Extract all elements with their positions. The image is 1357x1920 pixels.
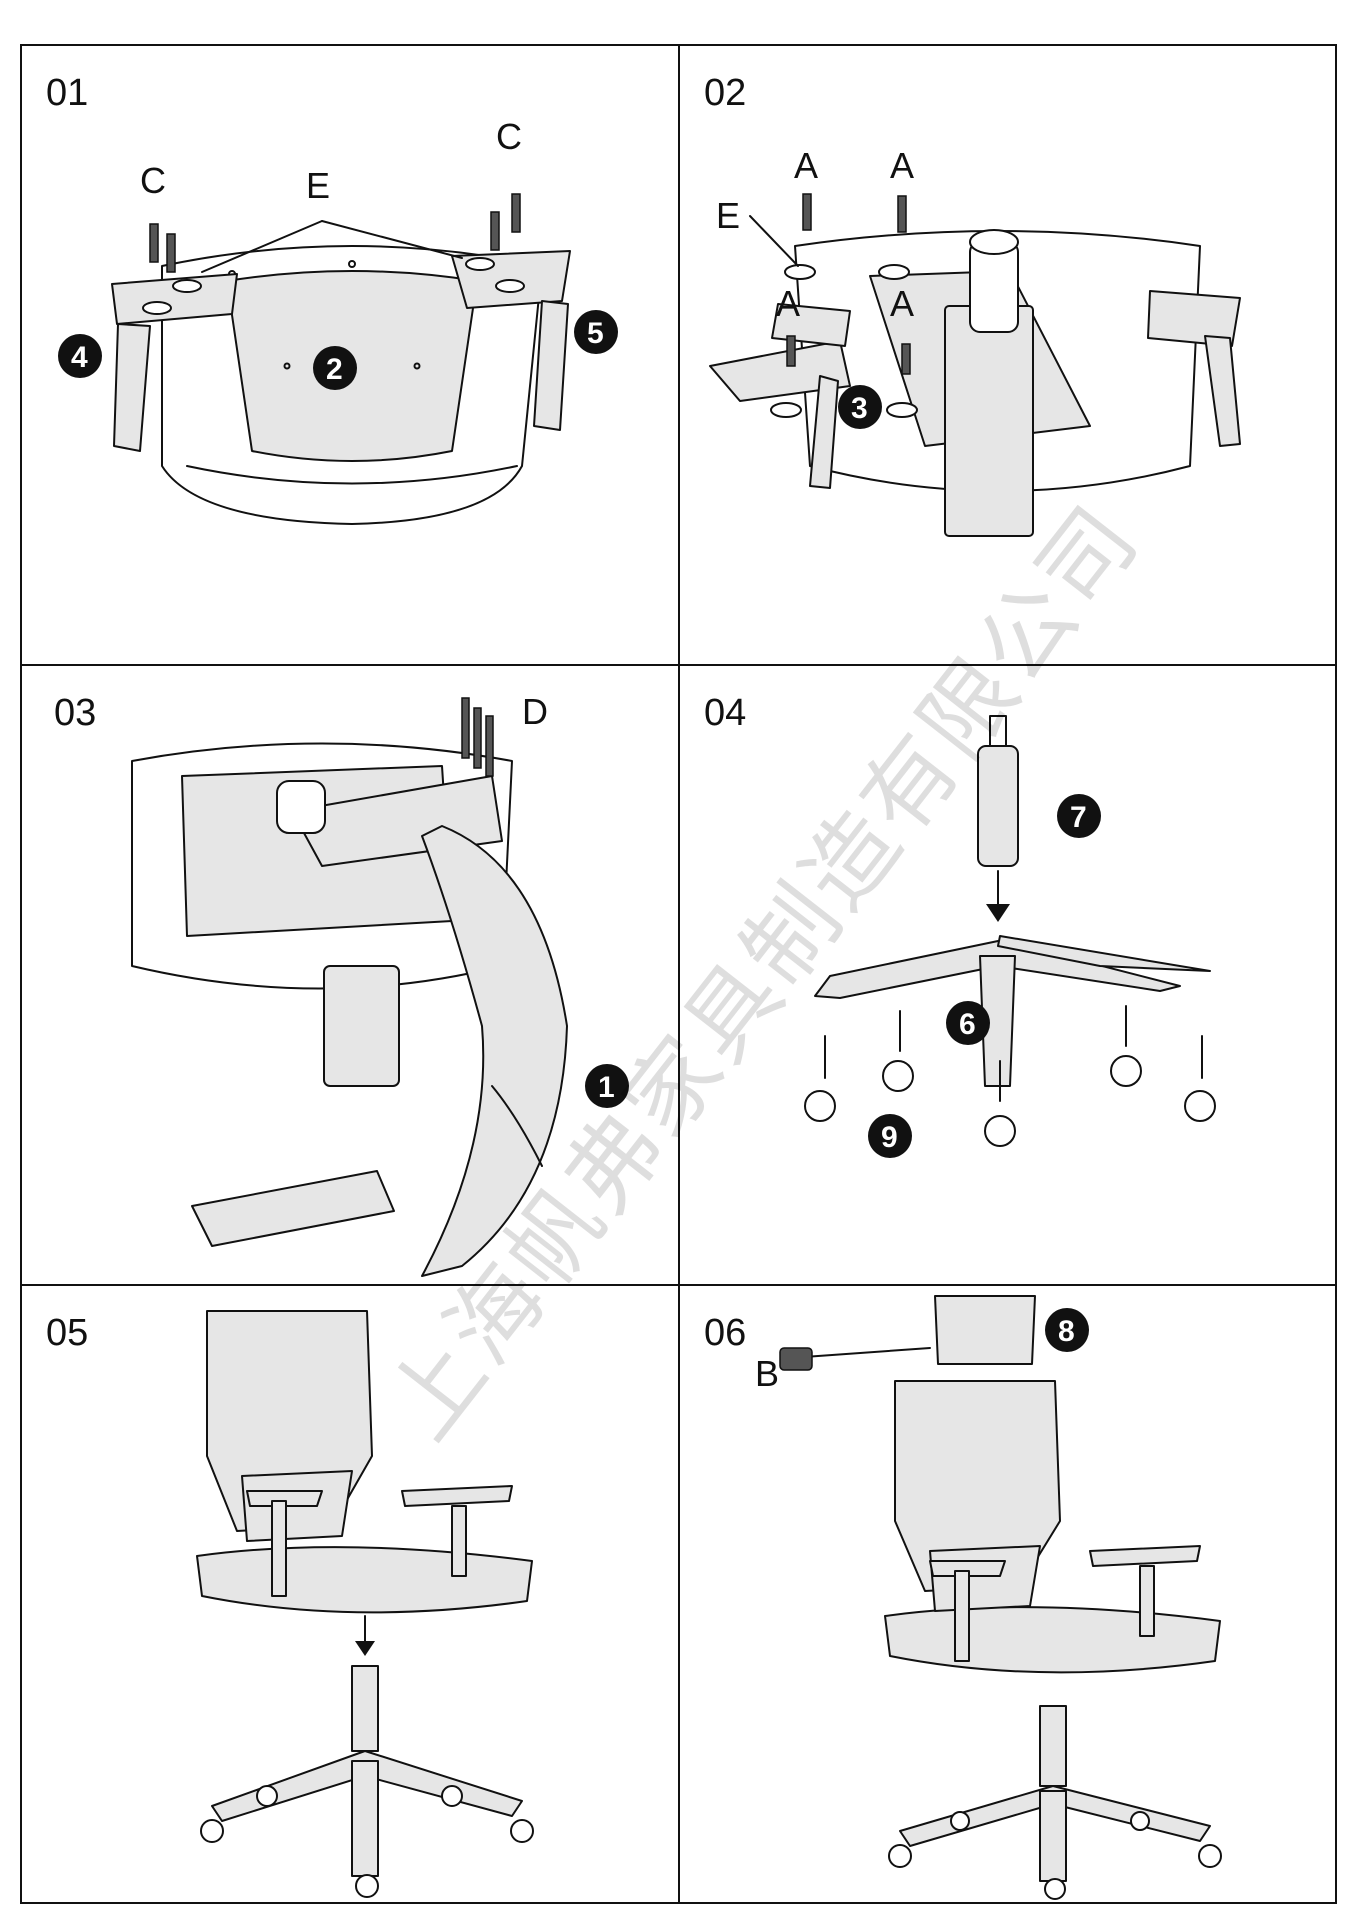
- screw-icon: [142, 193, 525, 315]
- seat-bracket-plate: [191, 1170, 395, 1247]
- step-number: 05: [46, 1312, 89, 1354]
- backrest-attach-illustration: D 1: [131, 691, 629, 1277]
- seat-cushion: [884, 1606, 1221, 1674]
- assembly-instruction-sheet: 01 C E C 4: [20, 44, 1337, 1904]
- gas-lift: [1039, 1705, 1067, 1787]
- part-badge-4: 4: [71, 341, 88, 374]
- step-number: 04: [704, 692, 747, 734]
- caster-icon: [200, 1785, 534, 1898]
- seat-cushion: [196, 1546, 533, 1614]
- chair-on-base-illustration: [196, 1310, 534, 1898]
- headrest: [934, 1295, 1036, 1365]
- label-e: E: [306, 165, 330, 206]
- headrest-attach-illustration: B 8: [755, 1295, 1222, 1900]
- screw-icon: [461, 697, 494, 777]
- part-badge-3: 3: [851, 392, 868, 425]
- step-panel-04: 04 7 6 9: [680, 666, 1337, 1286]
- caster-icon: [888, 1811, 1222, 1900]
- company-watermark: 上海帆弗家具制造有限公司: [367, 400, 1161, 1459]
- part-badge-8: 8: [1058, 1315, 1075, 1348]
- step-number: 02: [704, 72, 747, 114]
- mechanism-illustration: A A E A A 3: [709, 145, 1241, 537]
- arrow-down-icon: [355, 1641, 375, 1656]
- part-badge-5: 5: [587, 317, 604, 350]
- caster-icon: [804, 1055, 1216, 1147]
- step-panel-02: 02 A A E A A 3: [680, 46, 1337, 666]
- label-d: D: [522, 691, 548, 732]
- step-number: 03: [54, 692, 97, 734]
- label-c-left: C: [140, 160, 166, 201]
- part-badge-9: 9: [881, 1121, 898, 1154]
- label-a-2: A: [890, 145, 914, 186]
- screw-icon: [770, 193, 918, 418]
- gas-lift-cylinder: [977, 745, 1019, 867]
- arrow-up-icon: [824, 1005, 1203, 1102]
- step-number: 06: [704, 1312, 747, 1354]
- step-panel-03: 03 D 1: [22, 666, 680, 1286]
- gas-lift: [351, 1665, 379, 1752]
- label-c-right: C: [496, 116, 522, 157]
- backrest-frame: [421, 825, 568, 1277]
- part-badge-2: 2: [326, 353, 343, 386]
- step-panel-06: 06 B 8: [680, 1286, 1337, 1902]
- arrow-down-icon: [986, 904, 1010, 922]
- seat-armrest-illustration: C E C 4 2 5: [58, 116, 618, 525]
- left-armrest-plate: [111, 273, 238, 325]
- label-a-3: A: [776, 283, 800, 324]
- screw-icon: [779, 1347, 813, 1371]
- label-a-4: A: [890, 283, 914, 324]
- part-badge-6: 6: [959, 1008, 976, 1041]
- gas-lift-socket: [969, 241, 1019, 333]
- step-panel-01: 01 C E C 4: [22, 46, 680, 666]
- base-caster-illustration: 7 6 9: [804, 715, 1216, 1158]
- tension-lever: [709, 340, 851, 402]
- label-b: B: [755, 1353, 779, 1394]
- step-panel-05: 05: [22, 1286, 680, 1902]
- step-number: 01: [46, 72, 89, 114]
- part-badge-7: 7: [1070, 801, 1087, 834]
- label-e: E: [716, 195, 740, 236]
- label-a-1: A: [794, 145, 818, 186]
- part-badge-1: 1: [598, 1071, 615, 1104]
